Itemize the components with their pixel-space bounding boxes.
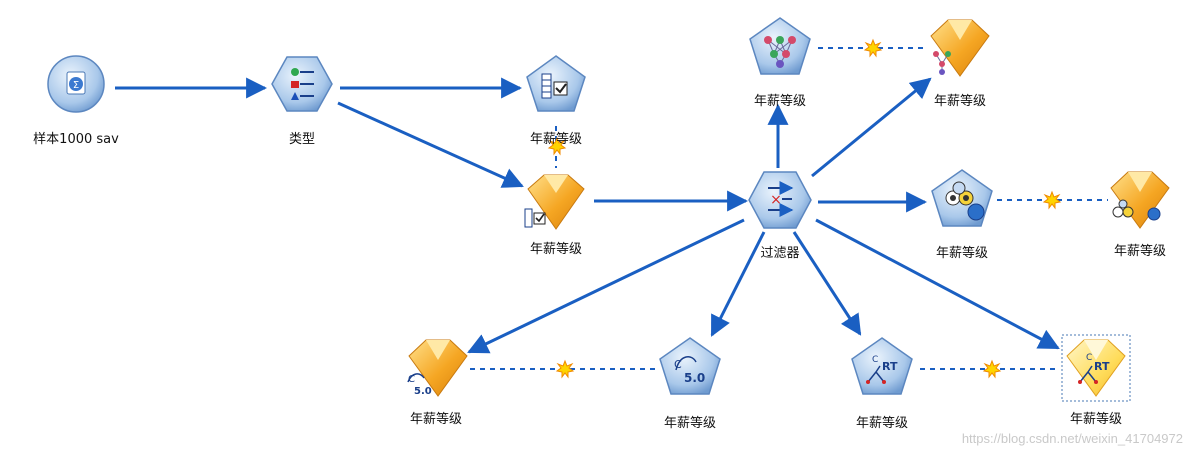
label-nn: 年薪等级 — [753, 94, 806, 109]
cart-node-icon[interactable]: C RT — [851, 337, 913, 395]
cart-node-text: RT — [882, 360, 898, 373]
sav-source-icon[interactable]: Σ — [47, 55, 105, 113]
sparkle-icon — [982, 359, 1002, 379]
label-cluster: 年薪等级 — [935, 246, 988, 261]
c50-nugget-text: 5.0 — [414, 386, 432, 397]
svg-text:×: × — [770, 192, 782, 208]
edge-filter-cart[interactable] — [792, 231, 862, 336]
label-filter: 过滤器 — [760, 246, 800, 261]
watermark: https://blog.csdn.net/weixin_41704972 — [961, 431, 1183, 446]
sparkle-icon — [555, 359, 575, 379]
label-c50-model: 年薪等级 — [409, 412, 462, 427]
cart-nugget-letter: C — [1086, 353, 1092, 363]
c50-node-letter: C — [674, 358, 682, 371]
edge-filter-nnmodel[interactable] — [811, 77, 932, 178]
sparkle-icon — [1042, 190, 1062, 210]
edge-filter-c50[interactable] — [710, 231, 766, 337]
label-source: 样本1000 sav — [33, 132, 119, 147]
label-model: 年薪等级 — [529, 242, 582, 257]
edge-type-model[interactable] — [337, 101, 524, 188]
label-type-table: 年薪等级 — [529, 132, 582, 147]
neural-net-icon[interactable] — [749, 17, 811, 75]
c50-node-icon[interactable]: C 5.0 — [659, 337, 721, 395]
svg-text:Σ: Σ — [73, 80, 79, 91]
cluster-nugget-icon[interactable] — [1110, 171, 1170, 229]
model-nugget-icon[interactable] — [524, 174, 585, 230]
label-cart-model: 年薪等级 — [1069, 412, 1122, 427]
edges — [115, 77, 1060, 354]
type-table-icon[interactable] — [526, 55, 586, 112]
label-type: 类型 — [288, 132, 315, 147]
c50-nugget-letter: C — [408, 374, 415, 385]
label-cart: 年薪等级 — [855, 416, 908, 431]
edge-filter-c50model[interactable] — [467, 218, 745, 354]
cart-nugget-text: RT — [1094, 360, 1110, 373]
neural-net-nugget-icon[interactable] — [930, 19, 990, 77]
c50-nugget-icon[interactable]: C 5.0 — [407, 339, 468, 397]
sparkle-icon — [863, 38, 883, 58]
c50-node-text: 5.0 — [684, 371, 705, 385]
edge-filter-cartmodel[interactable] — [815, 218, 1060, 350]
cluster-node-icon[interactable] — [931, 169, 993, 227]
label-nn-model: 年薪等级 — [933, 94, 986, 109]
sparkle-icon — [547, 136, 567, 156]
filter-node-icon[interactable]: × — [748, 171, 812, 229]
link-sparkles — [547, 38, 1062, 379]
label-c50: 年薪等级 — [663, 416, 716, 431]
cart-nugget-icon[interactable]: C RT — [1061, 334, 1131, 402]
selection-box — [1061, 334, 1131, 402]
type-node-icon[interactable] — [271, 56, 333, 112]
label-cluster-model: 年薪等级 — [1113, 244, 1166, 259]
cart-node-letter: C — [872, 355, 878, 365]
